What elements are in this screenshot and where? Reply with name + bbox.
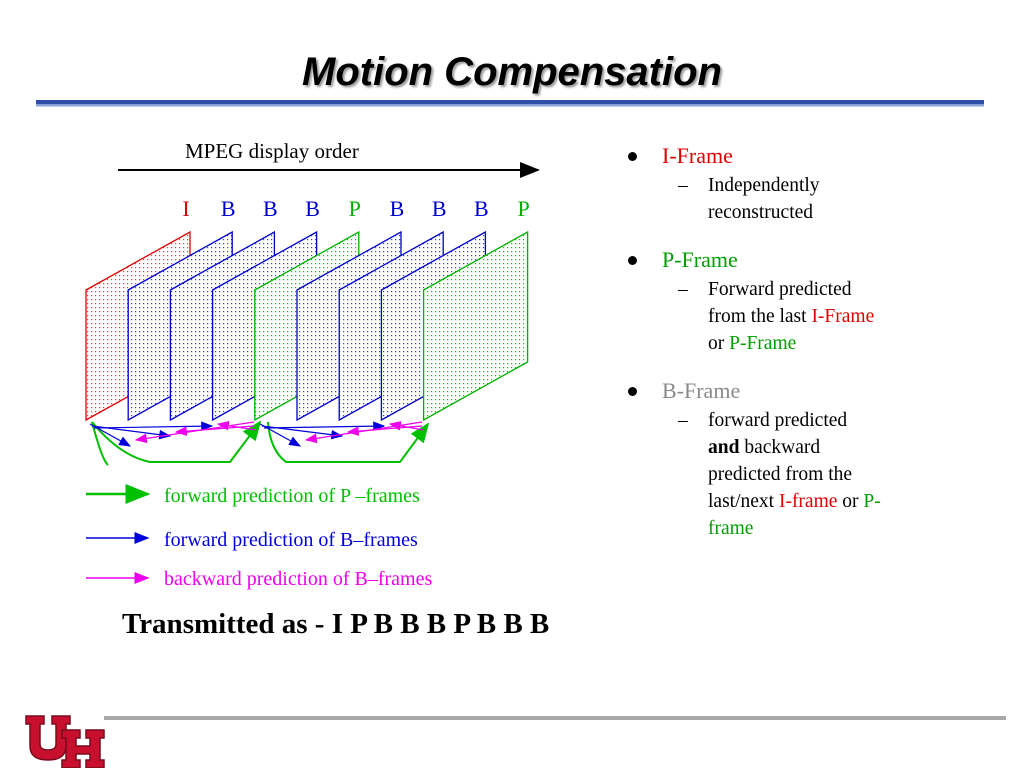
bullet-dot-icon — [628, 152, 637, 161]
backward-b-arrow-2 — [174, 425, 255, 436]
backward-b-arrow-6 — [388, 421, 425, 431]
frame-label-8: B — [474, 196, 489, 221]
bullet-dot-icon — [628, 387, 637, 396]
frame-label-2: B — [221, 196, 236, 221]
bullet-i-frame: I-Frame –Independently reconstructed — [622, 142, 952, 226]
mpeg-frame-diagram: MPEG display order I B B B P B B B P forward pre… — [85, 139, 540, 590]
uh-logo-icon — [25, 715, 105, 768]
forward-b-arrow-6 — [263, 421, 386, 431]
legend-label-backward-b: backward prediction of B–frames — [164, 568, 432, 590]
prediction-arrows-group-2 — [259, 421, 430, 463]
frame-label-4: B — [305, 196, 320, 221]
legend-label-forward-b: forward prediction of B–frames — [164, 529, 418, 551]
prediction-arrows-group-1 — [89, 420, 262, 466]
frame-label-6: B — [390, 196, 405, 221]
b-frame-heading: B-Frame — [662, 378, 741, 403]
forward-b-arrow-3 — [93, 421, 214, 431]
frame-label-1: I — [182, 196, 189, 221]
forward-p-arrow-1 — [91, 420, 262, 466]
frame-texture-9 — [422, 230, 529, 422]
bullet-dot-icon — [628, 256, 637, 265]
frame-type-bullets: I-Frame –Independently reconstructed P-F… — [622, 142, 952, 554]
frame-label-3: B — [263, 196, 278, 221]
frame-stack — [85, 230, 529, 422]
frame-label-7: B — [432, 196, 447, 221]
legend-label-forward-p: forward prediction of P –frames — [164, 485, 420, 507]
legend: forward prediction of P –frames forward … — [86, 484, 432, 590]
p-frame-heading: P-Frame — [662, 247, 738, 272]
bullet-b-frame: B-Frame –forward predicted and backward … — [622, 377, 952, 542]
title-divider — [36, 100, 984, 107]
transmitted-order-text: Transmitted as - I P B B B P B B B — [122, 608, 550, 640]
bullet-p-frame: P-Frame –Forward predicted from the last… — [622, 246, 952, 357]
display-order-label: MPEG display order — [185, 139, 359, 163]
i-frame-heading: I-Frame — [662, 143, 733, 168]
footer-divider — [104, 716, 1006, 720]
frame-label-5: P — [349, 196, 361, 221]
backward-b-arrow-3 — [216, 420, 257, 431]
frame-label-9: P — [517, 196, 529, 221]
slide-title: Motion Compensation — [302, 50, 722, 94]
